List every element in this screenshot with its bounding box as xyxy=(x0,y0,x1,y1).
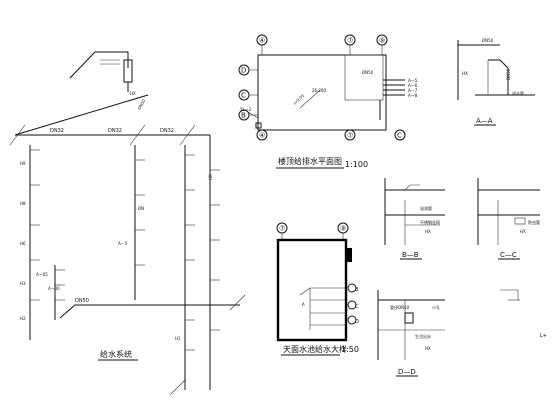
pipe-label-3: A—7 xyxy=(408,88,418,93)
svg-text:④: ④ xyxy=(259,37,265,45)
section-aa: DN50 进水管 HX DN50 A—A xyxy=(457,38,535,126)
section-aa-title: A—A xyxy=(476,117,493,125)
section-bb-note-1: 溢流管 xyxy=(420,205,432,211)
label-h9: H9 xyxy=(20,161,26,166)
axis-7-bottom xyxy=(344,129,356,141)
label-h8: H8 xyxy=(20,201,26,206)
label-dn: DN xyxy=(138,206,144,211)
tank-letter-c: C xyxy=(355,304,359,310)
svg-text:D: D xyxy=(241,67,246,75)
section-bb-hx: HX xyxy=(425,229,431,234)
top-stub-pipe xyxy=(69,51,129,79)
section-bb-title: B—B xyxy=(402,251,419,259)
svg-text:④: ④ xyxy=(259,132,265,140)
water-system-diagram: HX DN50 DN32 DN32 DN32 H9 H8 H6 H3 H2 A—… xyxy=(9,51,246,396)
svg-text:⑦: ⑦ xyxy=(347,132,353,140)
roof-plan-scale: 1:100 xyxy=(345,160,368,169)
tank-letter-b: B xyxy=(355,287,359,293)
label-slope: i=0.01 xyxy=(292,92,305,105)
svg-text:⑨: ⑨ xyxy=(340,225,346,233)
label-elevation: 26.200 xyxy=(312,88,326,93)
section-cc-title: C—C xyxy=(500,251,517,259)
section-bb: 溢流管 不锈钢丝网 HX B—B xyxy=(384,178,445,260)
water-system-title: 给水系统 xyxy=(100,349,132,359)
section-aa-hx: HX xyxy=(462,71,468,76)
section-dd-title: D—D xyxy=(398,368,416,376)
roof-plan: ④ ⑦ ⑨ D C B ④ ⑦ C YL—2 26.200 i=0.01 xyxy=(238,34,418,169)
tank-detail-scale: 1:50 xyxy=(341,345,359,354)
section-dd: 管径DN10 小孔 生活出水 HX D—D xyxy=(377,290,445,377)
pipe-label-1: A—5 xyxy=(408,78,418,83)
axis-b-left xyxy=(238,109,250,121)
tank-outline xyxy=(276,238,348,342)
label-dn-diag: DN50 xyxy=(137,98,147,111)
svg-text:⑦: ⑦ xyxy=(347,37,353,45)
section-aa-note: 进水管 xyxy=(512,90,524,96)
label-section-aa: A—5 xyxy=(118,241,128,246)
label-branch-pipe-2: DN32 xyxy=(160,128,174,134)
label-roof-dn50: DN50 xyxy=(362,70,374,75)
label-h3: H3 xyxy=(20,281,26,286)
label-hx-top: HX xyxy=(130,91,136,96)
pipe-label-4: A—8 xyxy=(408,93,418,98)
axis-c-bottom-right xyxy=(394,129,406,141)
axis-d-left xyxy=(238,64,250,76)
label-top-pipe: DN32 xyxy=(50,128,64,134)
section-dd-note-1: 管径DN10 xyxy=(390,304,410,310)
tank-letter-d: D xyxy=(355,319,359,325)
label-dn50: DN50 xyxy=(75,298,89,304)
axis-4-bottom xyxy=(256,129,268,141)
label-hx-right: HX xyxy=(208,174,213,180)
svg-text:C: C xyxy=(397,132,402,140)
section-dd-note-2: 小孔 xyxy=(432,304,440,310)
bottom-right-detail: L+ xyxy=(500,289,547,339)
axis-c-left xyxy=(238,89,250,101)
section-cc-hx: HX xyxy=(520,229,526,234)
svg-text:⑨: ⑨ xyxy=(379,37,385,45)
section-bb-note-2: 不锈钢丝网 xyxy=(420,219,440,225)
section-dd-note-3: 生活出水 xyxy=(415,333,431,339)
pipe-label-2: A—6 xyxy=(408,83,418,88)
lower-header-pipe xyxy=(59,304,240,319)
label-a05: A—05 xyxy=(36,272,48,277)
watermark: L+ xyxy=(540,333,547,339)
section-aa-dn50: DN50 xyxy=(482,38,494,43)
roof-tank-outline xyxy=(344,54,384,101)
label-h6: H6 xyxy=(20,241,26,246)
tank-outlet-block xyxy=(346,248,352,262)
svg-text:C: C xyxy=(241,92,246,100)
svg-text:B: B xyxy=(241,112,246,120)
label-yl: YL—2 xyxy=(239,107,252,112)
label-branch-pipe-1: DN32 xyxy=(108,128,122,134)
section-cc-note: 防虫管 xyxy=(528,219,540,225)
label-h1: H1 xyxy=(175,336,181,341)
tank-detail: ⑦ ⑨ A B C D 天面水池给水大样 1:50 xyxy=(276,222,359,356)
roof-plan-title: 楼顶给排水平面图 xyxy=(278,156,342,166)
tank-label-a: A xyxy=(302,302,305,307)
main-diagonal-pipe xyxy=(14,94,149,136)
label-a06: A—06 xyxy=(48,286,60,291)
section-aa-dn: DN50 xyxy=(506,68,511,80)
svg-text:⑦: ⑦ xyxy=(279,225,285,233)
label-h2: H2 xyxy=(20,316,26,321)
section-cc: 防虫管 HX C—C xyxy=(477,178,540,260)
drain-symbol xyxy=(255,122,262,129)
tank-detail-title: 天面水池给水大样 xyxy=(283,344,347,354)
section-dd-hx: HX xyxy=(425,346,431,351)
roof-outline xyxy=(257,54,387,131)
